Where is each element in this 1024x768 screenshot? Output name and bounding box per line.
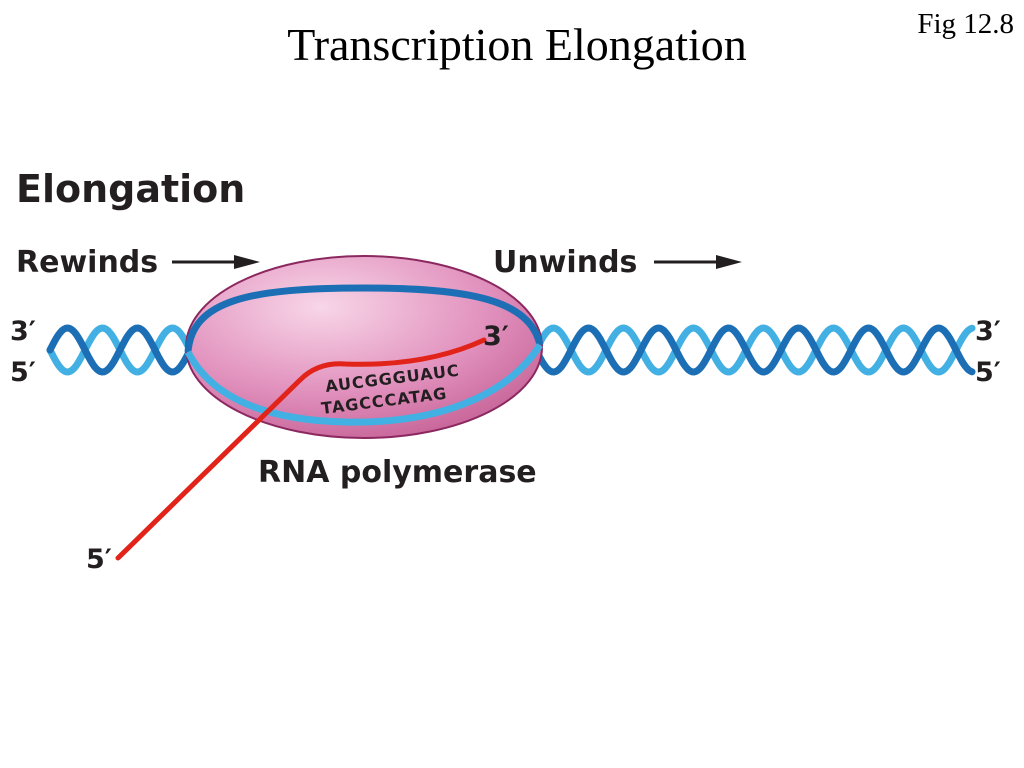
- rna-5-prime-label: 5′: [86, 544, 112, 575]
- left-5-prime-label: 5′: [10, 357, 36, 388]
- rewinds-label: Rewinds: [16, 245, 158, 280]
- rna-3-prime-label: 3′: [483, 321, 509, 352]
- right-template-strand: [532, 324, 976, 376]
- right-coding-strand: [532, 324, 976, 376]
- unwinds-label: Unwinds: [493, 245, 637, 280]
- rna-polymerase-label: RNA polymerase: [258, 455, 537, 490]
- template-strand: [184, 343, 543, 426]
- slide-title: Transcription Elongation: [287, 19, 747, 70]
- left-3-prime-label: 3′: [10, 316, 36, 347]
- figure-label: Fig 12.8: [917, 8, 1014, 40]
- right-3-prime-label: 3′: [975, 316, 1001, 347]
- rna-transcript: [115, 337, 487, 561]
- coding-strand: [184, 284, 544, 353]
- unwinds-arrow-icon: [654, 255, 742, 269]
- rewound-dna-helix: [46, 324, 196, 376]
- elongation-heading: Elongation: [16, 167, 245, 211]
- unwound-dna-helix-ahead: [532, 324, 976, 376]
- left-coding-strand: [46, 324, 196, 376]
- right-5-prime-label: 5′: [975, 357, 1001, 388]
- rewinds-arrow-icon: [172, 255, 260, 269]
